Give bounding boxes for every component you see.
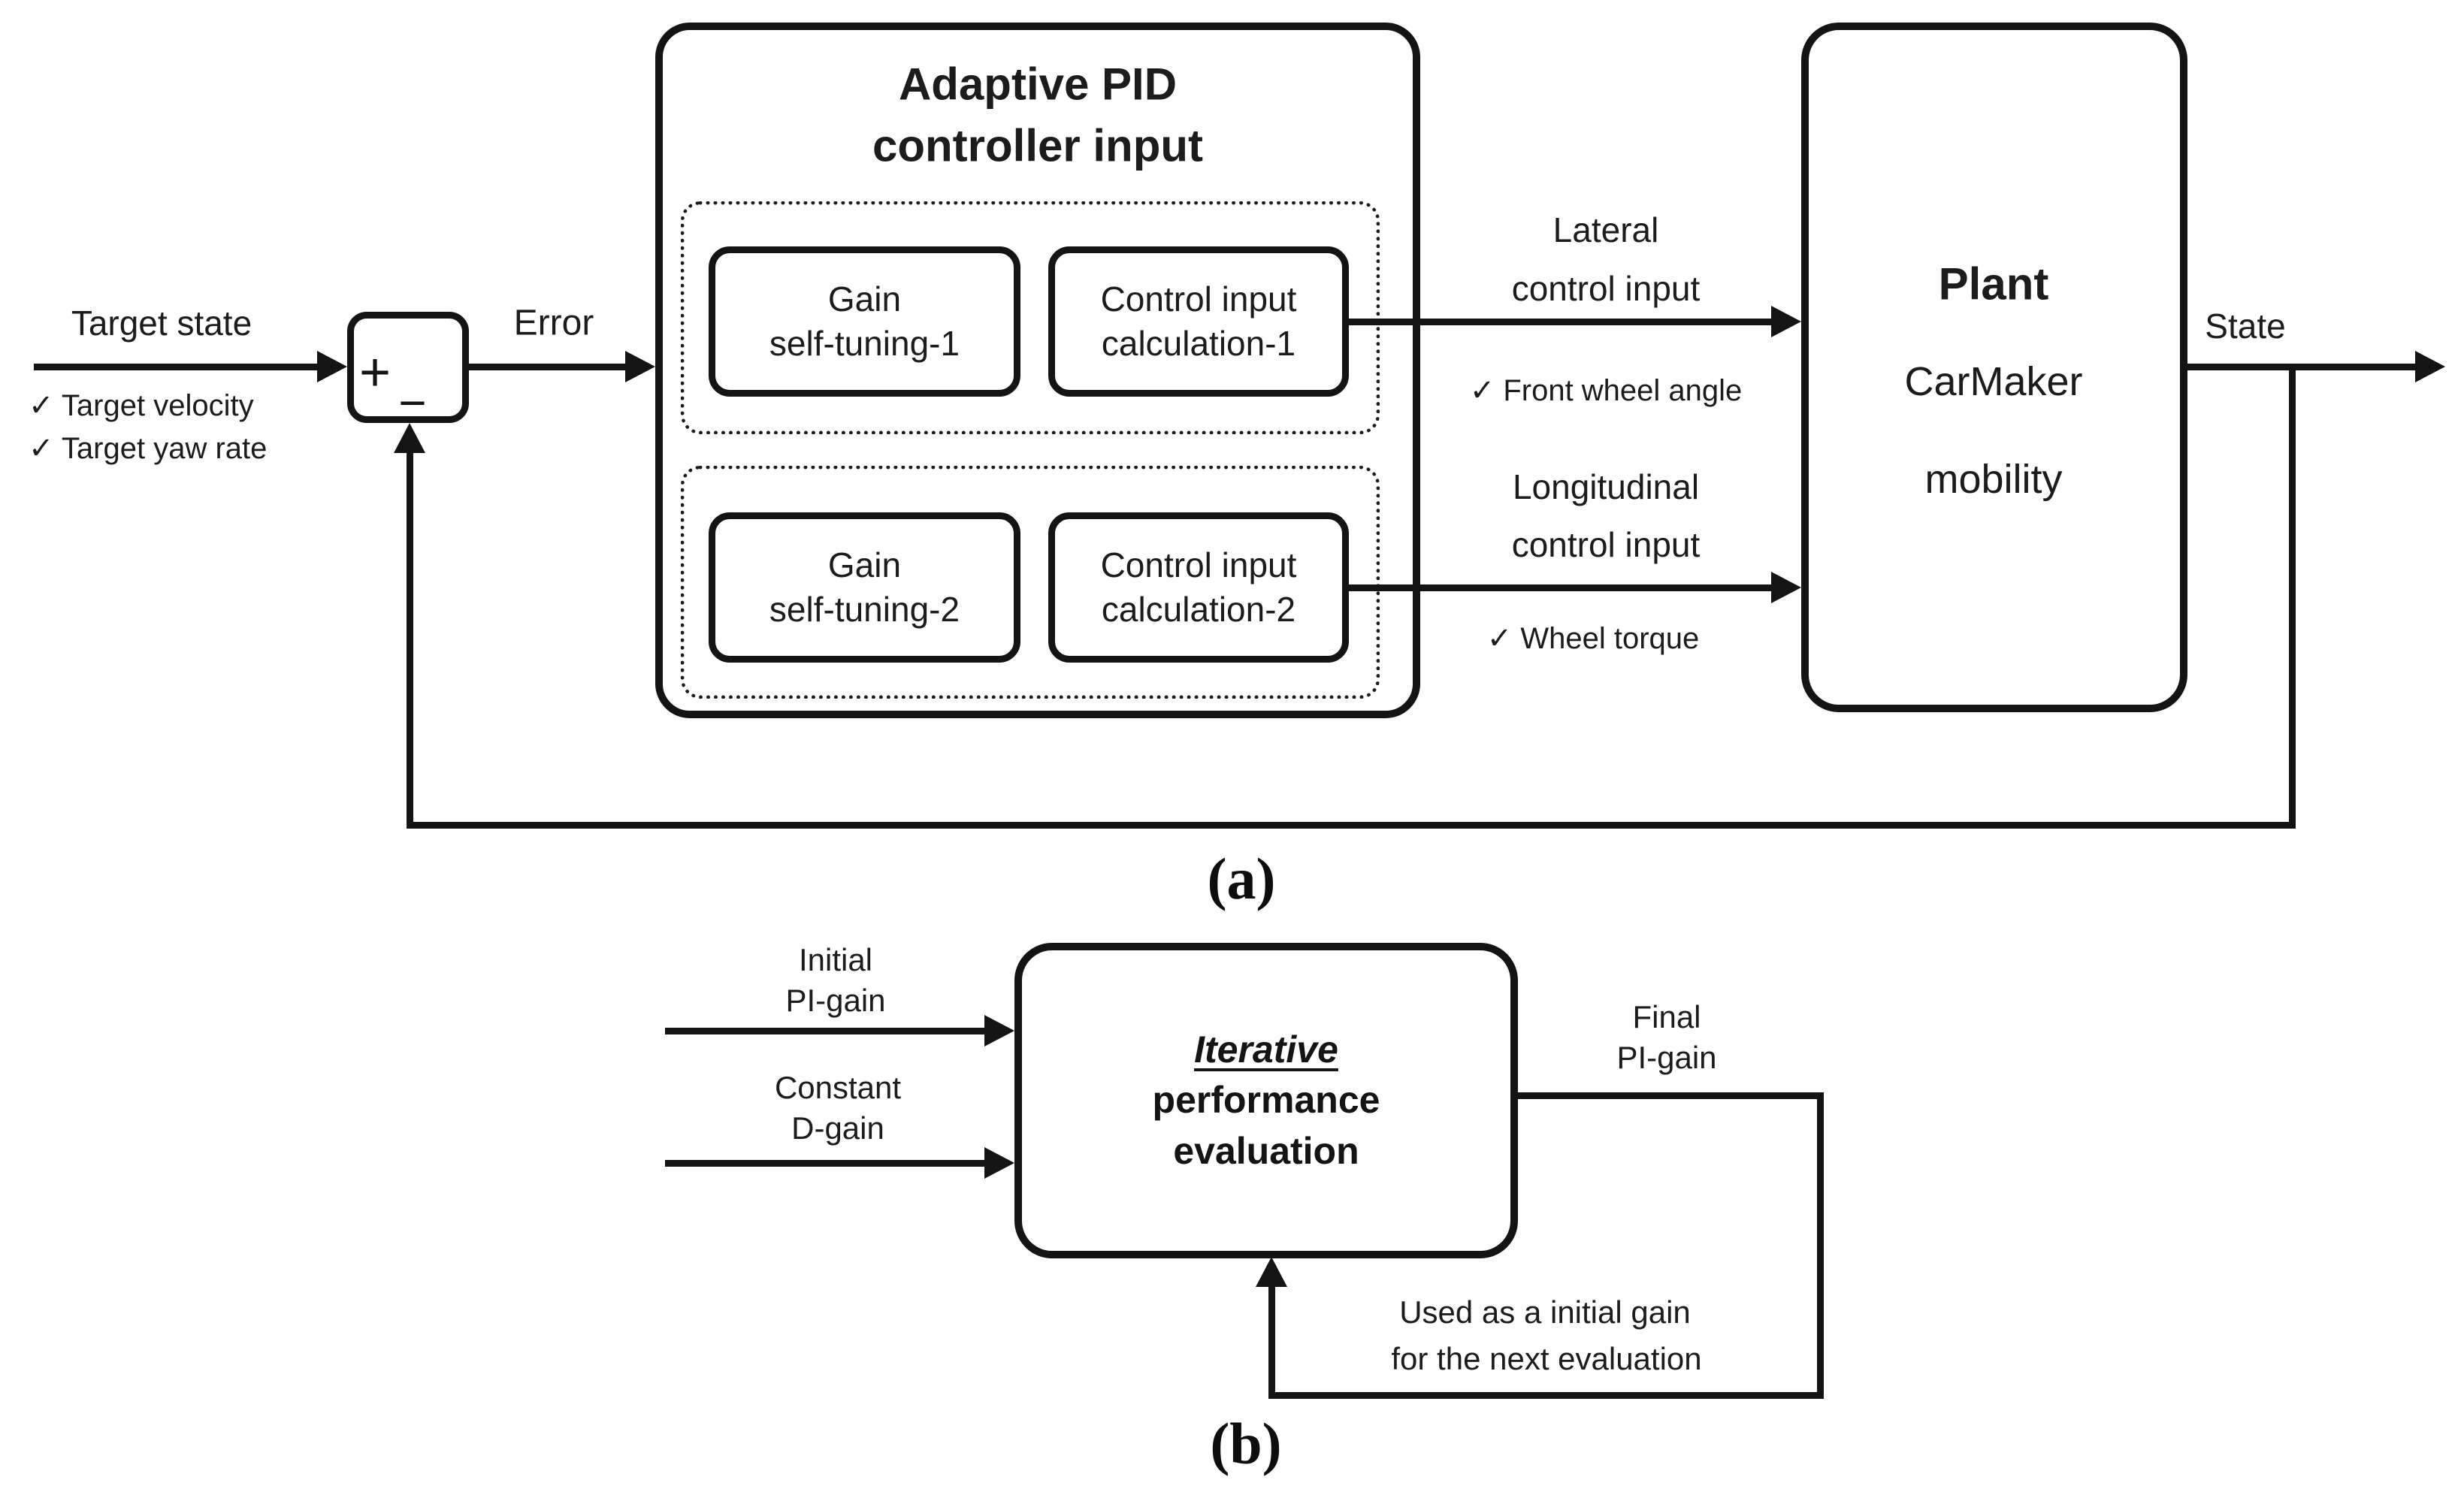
control-input-calc-1-box: Control input calculation-1 <box>1048 246 1349 397</box>
longitudinal-label-line2: control input <box>1511 525 1701 564</box>
controller-title-line1: Adaptive PID <box>898 59 1178 110</box>
error-line <box>469 364 628 370</box>
lateral-label-line1: Lateral <box>1552 210 1659 249</box>
constant-gain-line <box>665 1160 987 1167</box>
initial-gain-arrowhead-icon <box>984 1015 1014 1047</box>
gain-self-tuning-2-line2: self-tuning-2 <box>769 590 960 629</box>
longitudinal-label-line1: Longitudinal <box>1512 467 1700 506</box>
plant-line3: mobility <box>1924 457 2063 502</box>
caption-a: (a) <box>1207 846 1276 911</box>
feedback-line-bottom <box>407 822 2296 829</box>
constant-gain-arrowhead-icon <box>984 1147 1014 1179</box>
evaluation-line3: evaluation <box>1173 1129 1359 1172</box>
target-state-label: Target state <box>71 304 252 343</box>
plant-box <box>1801 23 2187 712</box>
constant-label-line2: D-gain <box>791 1110 884 1146</box>
minus-sign: − <box>398 376 427 430</box>
evaluation-line2: performance <box>1152 1079 1380 1122</box>
state-arrowhead-icon <box>2415 351 2445 382</box>
eval-feedback-arrowhead-icon <box>1256 1257 1287 1287</box>
feedback-line-right <box>2289 367 2296 825</box>
eval-feedback-line-up <box>1268 1285 1275 1397</box>
initial-gain-line <box>665 1028 987 1034</box>
state-line <box>2187 364 2417 370</box>
lateral-group-dotted-box <box>681 201 1380 434</box>
control-input-calc-2-line2: calculation-2 <box>1101 590 1296 629</box>
longitudinal-line <box>1349 584 1773 591</box>
target-yaw-rate-item: ✓ Target yaw rate <box>29 432 268 465</box>
target-input-arrowhead-icon <box>317 351 347 382</box>
summing-junction <box>347 312 469 423</box>
front-wheel-angle-item: ✓ Front wheel angle <box>1469 374 1743 407</box>
control-input-calc-1-line1: Control input <box>1100 279 1297 319</box>
gain-self-tuning-2-line1: Gain <box>827 545 902 585</box>
evaluation-box: Iterative performance evaluation <box>1014 943 1518 1258</box>
final-label-line2: PI-gain <box>1616 1040 1717 1075</box>
gain-self-tuning-1-box: Gain self-tuning-1 <box>709 246 1020 397</box>
feedback-arrowhead-icon <box>394 423 425 453</box>
evaluation-line1: Iterative <box>1194 1028 1338 1071</box>
lateral-label-line2: control input <box>1511 269 1701 308</box>
wheel-torque-item: ✓ Wheel torque <box>1486 622 1700 655</box>
initial-label-line2: PI-gain <box>785 983 886 1018</box>
target-input-line <box>34 364 319 370</box>
plant-line2: CarMaker <box>1904 359 2083 404</box>
plant-title: Plant <box>1938 258 2049 310</box>
gain-self-tuning-1-line1: Gain <box>827 279 902 319</box>
feedback-note-line1: Used as a initial gain <box>1399 1294 1691 1330</box>
gain-self-tuning-1-line2: self-tuning-1 <box>769 324 960 363</box>
gain-self-tuning-2-box: Gain self-tuning-2 <box>709 512 1020 663</box>
caption-b: (b) <box>1210 1411 1282 1476</box>
control-input-calc-2-line1: Control input <box>1100 545 1297 585</box>
lateral-arrowhead-icon <box>1771 306 1801 337</box>
controller-title-line2: controller input <box>872 120 1203 171</box>
constant-label-line1: Constant <box>774 1070 902 1105</box>
eval-feedback-line-bottom <box>1268 1392 1824 1399</box>
feedback-line-left <box>407 451 413 825</box>
error-label: Error <box>513 303 594 343</box>
longitudinal-group-dotted-box <box>681 466 1380 699</box>
final-gain-line <box>1518 1092 1824 1099</box>
lateral-line <box>1349 319 1773 325</box>
longitudinal-arrowhead-icon <box>1771 572 1801 603</box>
state-label: State <box>2205 307 2286 346</box>
final-label-line1: Final <box>1632 999 1701 1034</box>
eval-feedback-line-right <box>1817 1095 1824 1399</box>
feedback-note-line2: for the next evaluation <box>1391 1341 1702 1376</box>
error-arrowhead-icon <box>625 351 655 382</box>
initial-label-line1: Initial <box>798 942 873 977</box>
control-input-calc-2-box: Control input calculation-2 <box>1048 512 1349 663</box>
control-input-calc-1-line2: calculation-1 <box>1101 324 1296 363</box>
target-velocity-item: ✓ Target velocity <box>29 389 254 422</box>
plus-sign: + <box>358 343 392 403</box>
